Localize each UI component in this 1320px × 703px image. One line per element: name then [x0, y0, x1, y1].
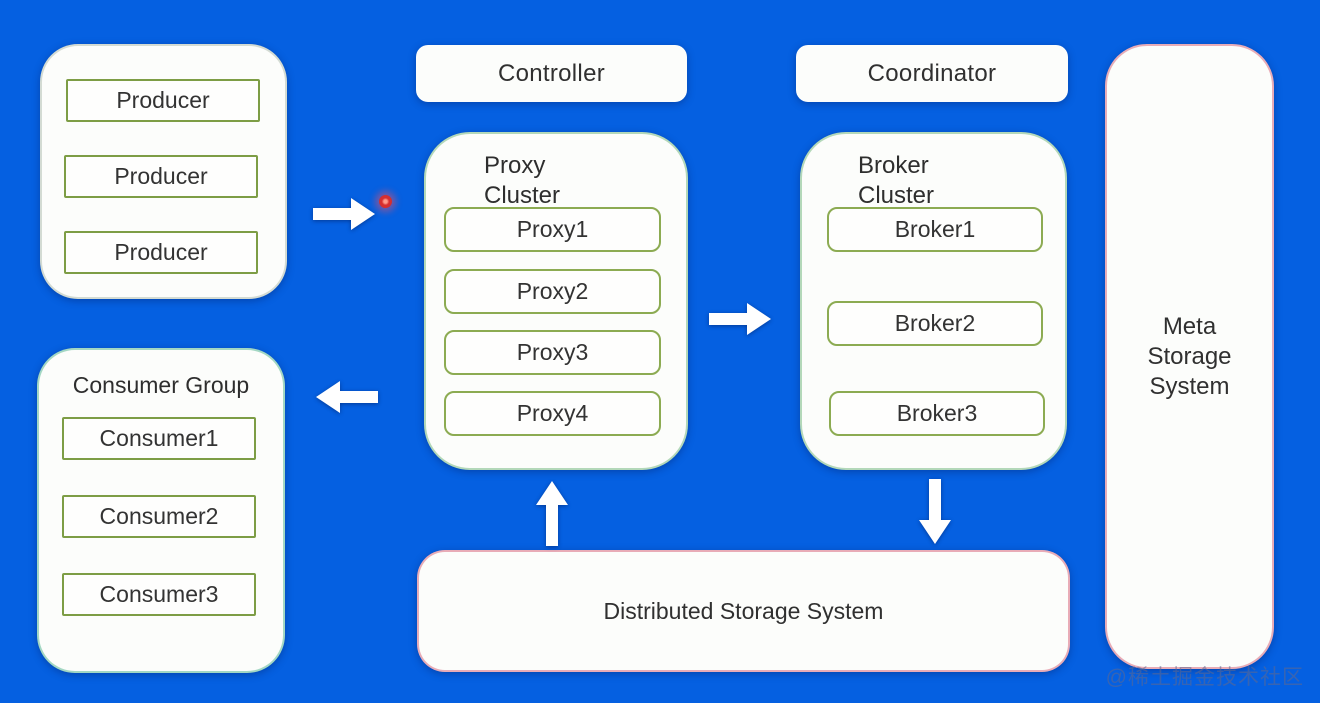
coordinator-node: Coordinator [796, 45, 1068, 102]
producer-box: Producer [64, 231, 258, 274]
arrow-producer-to-proxy-icon [313, 196, 377, 232]
producer-label: Producer [114, 239, 208, 265]
consumer-label: Consumer1 [99, 425, 219, 451]
controller-node: Controller [416, 45, 687, 102]
producer-box: Producer [66, 79, 260, 122]
consumer-box: Consumer1 [62, 417, 256, 460]
producer-group-container: Producer Producer Producer [40, 44, 287, 299]
meta-storage-node: Meta Storage System [1105, 44, 1274, 669]
watermark: @稀土掘金技术社区 [1105, 666, 1304, 689]
consumer-label: Consumer2 [99, 503, 219, 529]
distributed-storage-node: Distributed Storage System [417, 550, 1070, 672]
proxy-box: Proxy3 [444, 330, 661, 375]
meta-storage-label: Meta Storage System [1147, 312, 1232, 400]
proxy-box: Proxy4 [444, 391, 661, 436]
broker-label: Broker1 [894, 216, 976, 242]
producer-label: Producer [114, 163, 208, 189]
consumer-box: Consumer2 [62, 495, 256, 538]
broker-box: Broker2 [827, 301, 1043, 346]
arrow-broker-to-storage-icon [917, 479, 953, 546]
coordinator-label: Coordinator [867, 59, 997, 87]
proxy-label: Proxy1 [516, 216, 589, 242]
consumer-group-title: Consumer Group [72, 372, 250, 398]
controller-label: Controller [497, 59, 606, 87]
distributed-storage-label: Distributed Storage System [603, 597, 884, 624]
broker-label: Broker3 [896, 400, 978, 426]
arrow-proxy-to-broker-icon [709, 301, 773, 337]
arrow-storage-to-proxy-icon [534, 479, 570, 546]
consumer-box: Consumer3 [62, 573, 256, 616]
proxy-label: Proxy4 [516, 400, 589, 426]
broker-box: Broker1 [827, 207, 1043, 252]
broker-cluster-title: Broker Cluster [858, 152, 935, 209]
consumer-label: Consumer3 [99, 581, 219, 607]
laser-pointer-dot [379, 195, 392, 208]
proxy-box: Proxy1 [444, 207, 661, 252]
arrow-proxy-to-consumer-icon [314, 379, 378, 415]
broker-cluster-container: Broker Cluster Broker1 Broker2 Broker3 [800, 132, 1067, 470]
producer-box: Producer [64, 155, 258, 198]
consumer-group-container: Consumer Group Consumer1 Consumer2 Consu… [37, 348, 285, 673]
proxy-box: Proxy2 [444, 269, 661, 314]
producer-label: Producer [116, 87, 210, 113]
proxy-label: Proxy3 [516, 339, 589, 365]
broker-label: Broker2 [894, 310, 976, 336]
proxy-cluster-title: Proxy Cluster [484, 152, 561, 209]
broker-box: Broker3 [829, 391, 1045, 436]
proxy-cluster-container: Proxy Cluster Proxy1 Proxy2 Proxy3 Proxy… [424, 132, 688, 470]
proxy-label: Proxy2 [516, 278, 589, 304]
